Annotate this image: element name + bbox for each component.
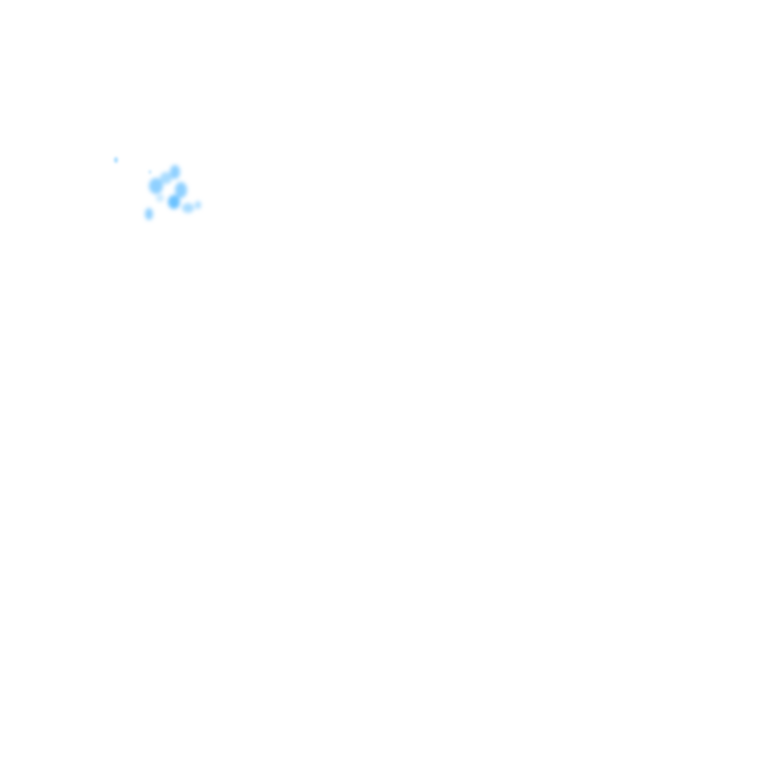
smudge-8: [195, 201, 201, 209]
smudge-3: [170, 165, 180, 179]
speck-2: [148, 170, 152, 174]
smudge-6: [182, 203, 194, 213]
smudge-9: [156, 194, 164, 202]
speck-1: [114, 157, 118, 163]
smudge-5: [168, 195, 180, 209]
smudge-7: [145, 208, 153, 220]
smudge-2: [160, 172, 172, 184]
smudge-4: [175, 182, 187, 198]
smudge-1: [149, 178, 163, 194]
